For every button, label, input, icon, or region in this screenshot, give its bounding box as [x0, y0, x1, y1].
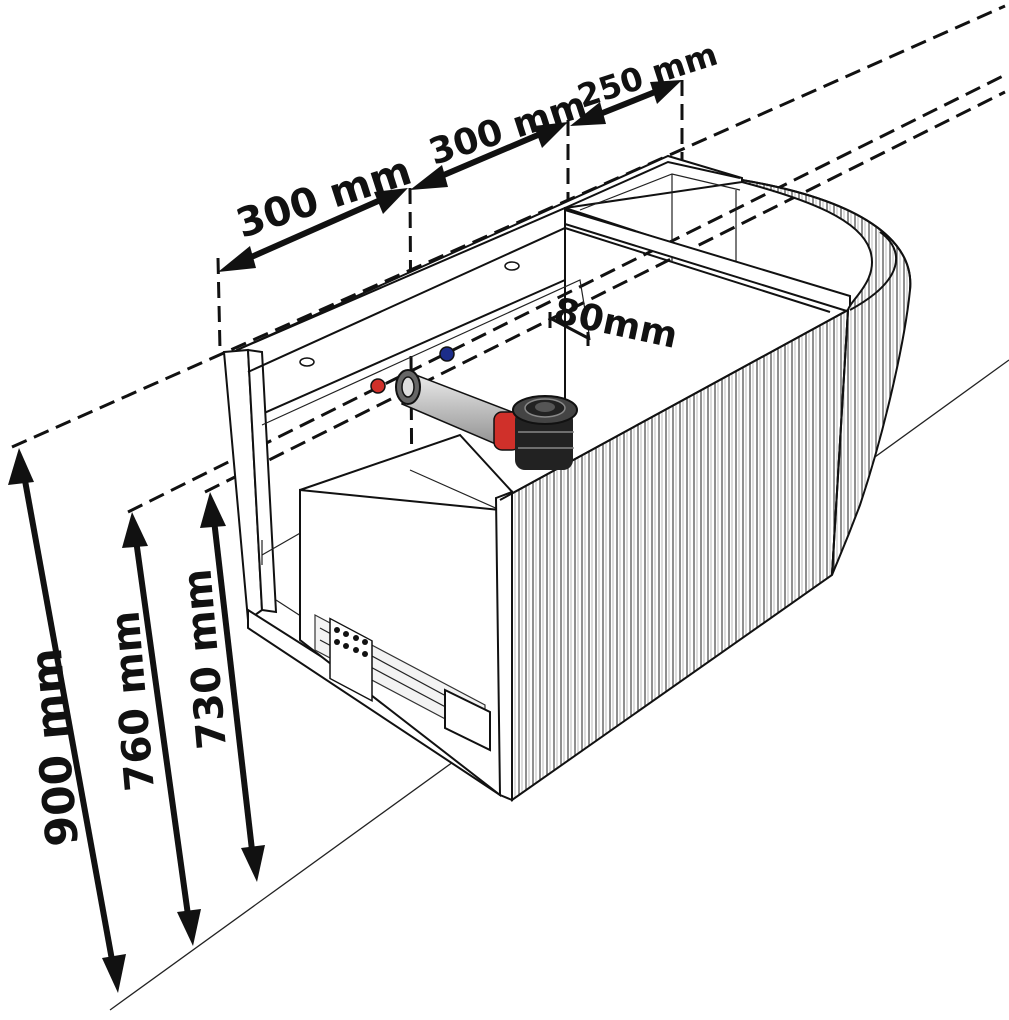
cold-water-valve	[439, 346, 455, 362]
plumbing	[370, 346, 578, 470]
hinge-plate-front	[329, 617, 373, 702]
dimension-height-middle	[122, 512, 201, 946]
dimension-width-right	[570, 80, 682, 126]
dimension-depth-offset	[548, 312, 590, 346]
label-height-inner: 730 mm	[174, 567, 236, 751]
fluted-front-panel	[498, 308, 850, 802]
dimension-width-middle	[410, 122, 568, 190]
label-width-middle: 300 mm	[424, 84, 591, 173]
dimension-height-total	[8, 448, 126, 993]
label-depth-offset: 80mm	[550, 291, 681, 357]
label-height-total: 900 mm	[21, 646, 89, 849]
cabinet	[222, 154, 912, 802]
hot-water-valve	[370, 378, 386, 394]
label-width-right: 250 mm	[573, 35, 722, 116]
wall-reference-lines	[11, 4, 1006, 514]
siphon	[512, 395, 578, 470]
label-height-middle: 760 mm	[102, 609, 164, 793]
wall-bolts	[299, 261, 520, 367]
label-width-left: 300 mm	[231, 148, 417, 248]
dimension-height-inner	[200, 492, 265, 882]
dimension-width-left	[218, 188, 408, 272]
